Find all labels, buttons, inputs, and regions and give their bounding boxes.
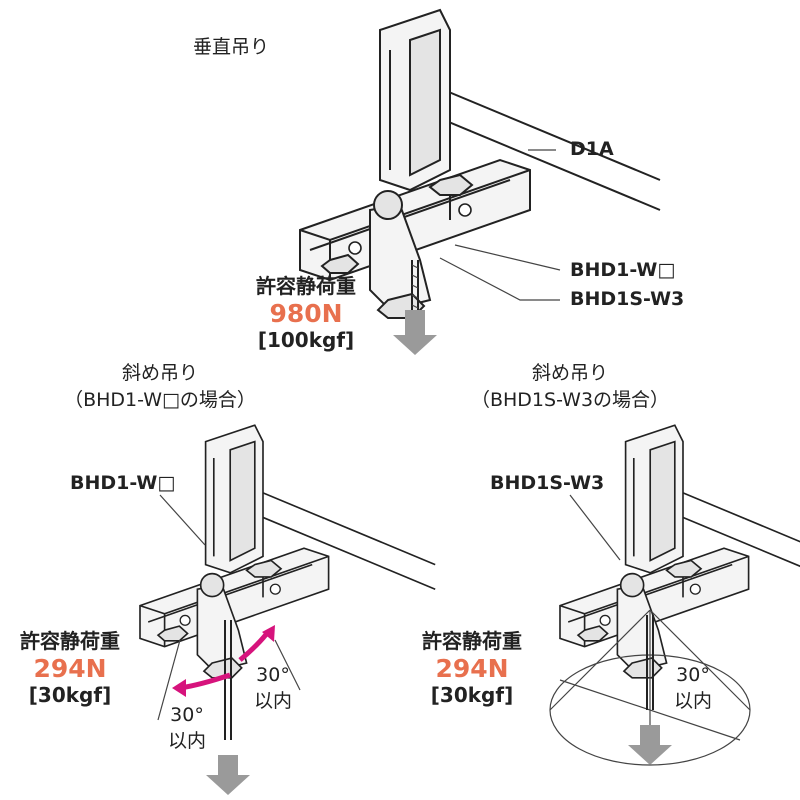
down-arrow-top <box>393 310 437 355</box>
leader-right-part <box>569 494 621 561</box>
right-within: 以内 <box>673 690 712 712</box>
right-title-line2: （BHD1S-W3の場合） <box>470 389 670 411</box>
left-title-block: 斜め吊り （BHD1-W□の場合） <box>30 358 290 412</box>
left-angle-left-block: 30° 以内 <box>162 704 212 753</box>
right-angle-block: 30° 以内 <box>668 664 718 713</box>
left-title-line1: 斜め吊り <box>121 362 198 384</box>
left-load-value: 294N <box>33 654 107 683</box>
left-load-block: 許容静荷重 294N [30kgf] <box>10 625 130 707</box>
left-angle-left: 30° <box>170 704 204 726</box>
tilt-arrow-right <box>238 630 270 662</box>
part-label-bhd1w-top: BHD1-W□ <box>570 259 676 281</box>
left-angle-right-block: 30° 以内 <box>248 664 298 713</box>
right-load-block: 許容静荷重 294N [30kgf] <box>412 625 532 707</box>
left-load-kgf: [30kgf] <box>28 683 112 707</box>
leader-bhd1w-top <box>454 244 561 271</box>
down-arrow-right <box>628 725 672 765</box>
left-angle-right: 30° <box>256 664 290 686</box>
right-part-label: BHD1S-W3 <box>490 472 605 494</box>
tilt-arrow-left <box>179 672 231 691</box>
threaded-rod-left <box>224 620 232 740</box>
leader-left-part <box>159 494 206 546</box>
left-assembly-drawing <box>139 424 437 679</box>
right-angle: 30° <box>676 664 710 686</box>
part-label-d1a: D1A <box>570 138 614 160</box>
vertical-hang-title: 垂直吊り <box>193 36 270 58</box>
left-load-title: 許容静荷重 <box>20 629 120 653</box>
right-load-value: 294N <box>435 654 509 683</box>
down-arrow-left <box>206 755 250 795</box>
left-within-left: 以内 <box>167 730 206 752</box>
right-title-line1: 斜め吊り <box>531 362 608 384</box>
top-load-block: 許容静荷重 980N [100kgf] <box>246 270 366 352</box>
top-load-title: 許容静荷重 <box>256 274 356 298</box>
left-within-right: 以内 <box>253 690 292 712</box>
left-title-line2: （BHD1-W□の場合） <box>64 389 256 411</box>
part-label-bhd1s-top: BHD1S-W3 <box>570 288 685 310</box>
right-title-block: 斜め吊り （BHD1S-W3の場合） <box>440 358 700 412</box>
right-load-kgf: [30kgf] <box>430 683 514 707</box>
leader-bhd1s-top <box>439 257 560 301</box>
threaded-rod-right <box>646 615 654 710</box>
top-load-kgf: [100kgf] <box>257 328 355 352</box>
right-load-title: 許容静荷重 <box>422 629 522 653</box>
top-load-value: 980N <box>269 299 343 328</box>
tilt-cone <box>549 609 751 765</box>
left-part-label: BHD1-W□ <box>70 472 176 494</box>
